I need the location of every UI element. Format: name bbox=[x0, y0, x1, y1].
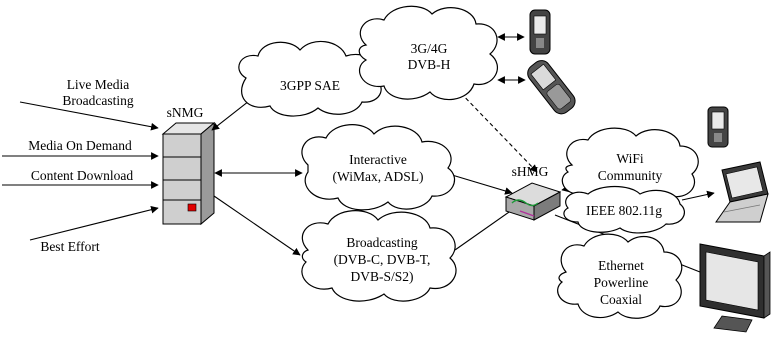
cloud-dvbh-label: DVB-H bbox=[408, 57, 451, 72]
cloud-wifi-community: WiFi Community bbox=[561, 127, 699, 208]
input-arrows bbox=[2, 101, 159, 241]
content-download-label: Content Download bbox=[31, 168, 134, 183]
cloud-3gpp-sae-label: 3GPP SAE bbox=[280, 78, 340, 93]
cloud-3gpp-sae: 3GPP SAE bbox=[238, 40, 382, 117]
mobile-gateway-dashed-link bbox=[455, 87, 538, 173]
cloud-interactive-label: Interactive bbox=[349, 152, 407, 167]
cloud-wifi-label: WiFi bbox=[616, 151, 643, 166]
shmg-label: sHMG bbox=[512, 164, 549, 179]
best-effort-label: Best Effort bbox=[40, 239, 100, 254]
cloud-wired: Ethernet Powerline Coaxial bbox=[557, 233, 683, 319]
cloud-broadcasting: Broadcasting (DVB-C, DVB-T, DVB-S/S2) bbox=[301, 210, 457, 302]
ieee-laptop-link bbox=[681, 190, 715, 201]
cloud-community-label: Community bbox=[598, 168, 663, 183]
live-media-label-2: Broadcasting bbox=[62, 93, 133, 108]
pda-phone-icon bbox=[529, 9, 551, 55]
server-broadcasting-link bbox=[213, 195, 301, 256]
cloud-ieee-label: IEEE 802.11g bbox=[586, 203, 662, 218]
interactive-gateway-link bbox=[451, 174, 513, 195]
mobile-phone-icon bbox=[527, 60, 576, 115]
media-on-demand-label: Media On Demand bbox=[28, 138, 132, 153]
broadcasting-gateway-link bbox=[454, 209, 513, 251]
cloud-3g4g-label: 3G/4G bbox=[411, 41, 448, 56]
cloud-powerline-label: Powerline bbox=[594, 275, 649, 290]
live-media-arrow bbox=[19, 101, 159, 131]
best-effort-arrow bbox=[29, 205, 159, 241]
cloud-interactive-tech-label: (WiMax, ADSL) bbox=[333, 169, 424, 184]
cloud-ieee-80211g: IEEE 802.11g bbox=[563, 185, 685, 234]
cloud-ethernet-label: Ethernet bbox=[598, 258, 644, 273]
cloud-broadcasting-label: Broadcasting bbox=[346, 235, 417, 250]
home-gateway-icon bbox=[504, 182, 562, 221]
server-icon bbox=[161, 121, 216, 226]
tv-monitor-icon bbox=[699, 243, 771, 333]
cloud-3g4g-dvbh: 3G/4G DVB-H bbox=[358, 5, 499, 101]
laptop-icon bbox=[715, 161, 769, 223]
cloud-coaxial-label: Coaxial bbox=[600, 292, 642, 307]
cloud-broadcasting-tech-label-2: DVB-S/S2) bbox=[350, 269, 413, 284]
cloud-interactive: Interactive (WiMax, ADSL) bbox=[301, 124, 455, 211]
live-media-label-1: Live Media bbox=[67, 77, 130, 92]
snmg-label: sNMG bbox=[167, 105, 204, 120]
pda-icon bbox=[707, 106, 729, 148]
cloud-broadcasting-tech-label-1: (DVB-C, DVB-T, bbox=[334, 252, 431, 267]
